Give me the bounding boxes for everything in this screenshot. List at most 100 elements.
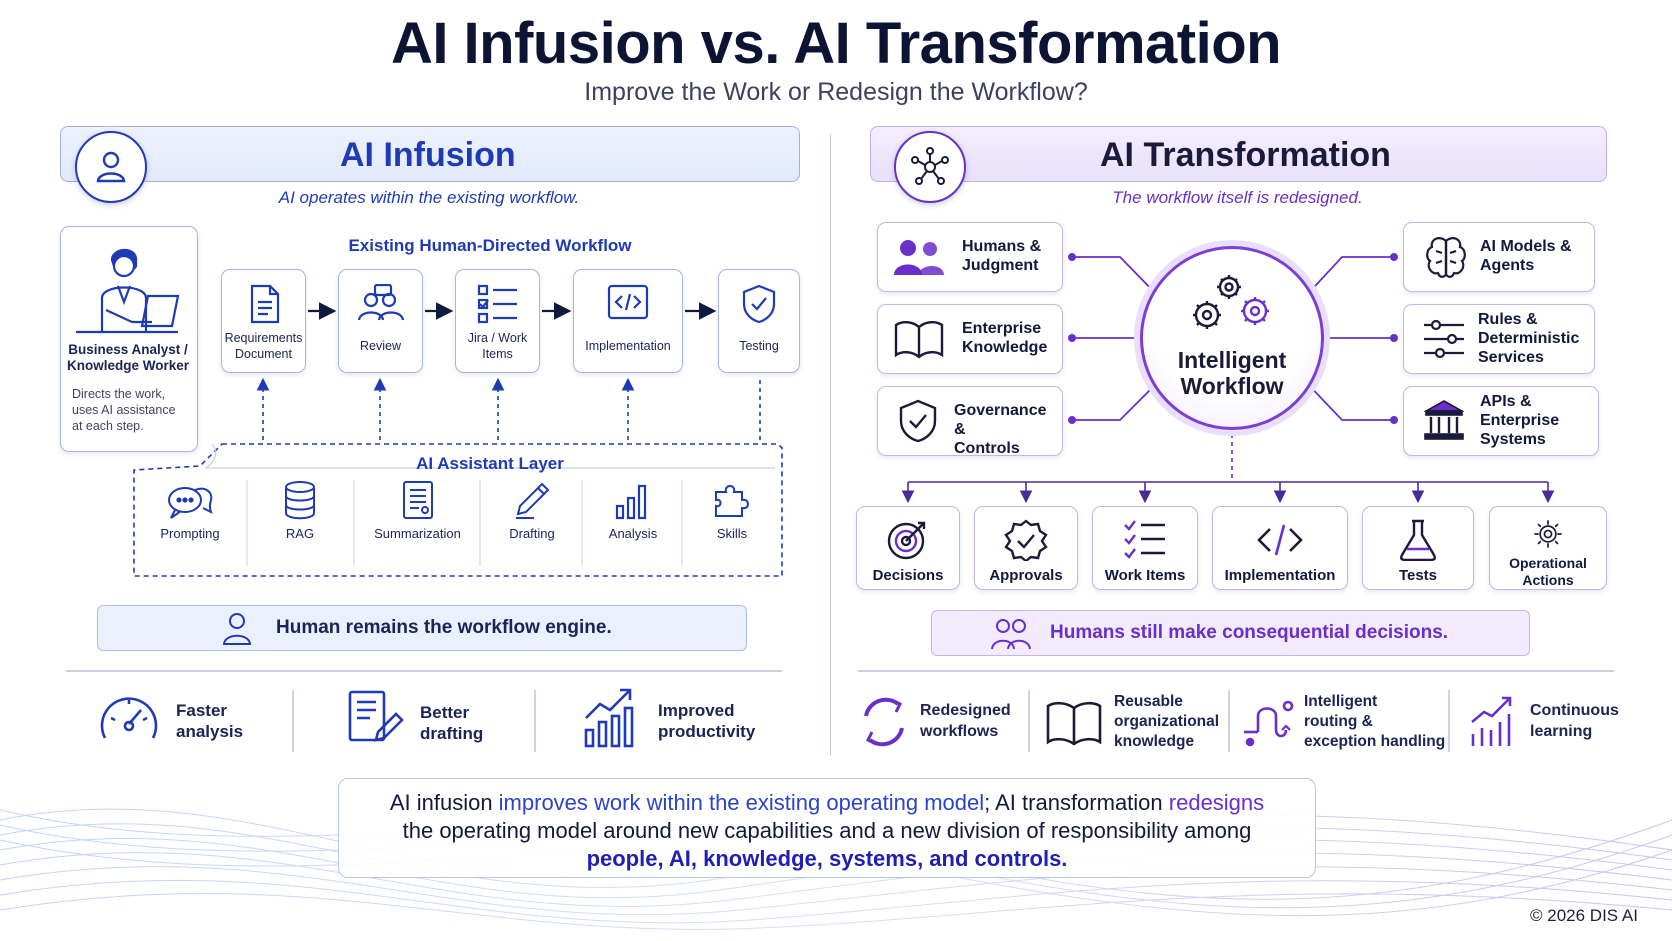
node-line: Governance & xyxy=(954,402,1047,438)
infusion-title: AI Infusion xyxy=(340,136,516,174)
output-tests[interactable]: Tests xyxy=(1362,506,1474,590)
benefit-line: Redesigned xyxy=(920,702,1011,719)
benefit-redesigned-workflows: Redesigned workflows xyxy=(920,700,1011,742)
step-testing[interactable]: Testing xyxy=(718,269,800,373)
node-line: Humans & xyxy=(962,238,1042,255)
node-line: Services xyxy=(1478,349,1544,366)
summary-box: AI infusion improves work within the exi… xyxy=(338,778,1316,878)
node-line: Agents xyxy=(1480,257,1535,274)
output-label: Tests xyxy=(1398,567,1438,584)
code-icon xyxy=(607,284,649,320)
brain-icon xyxy=(1426,237,1466,278)
ai-item-analysis[interactable]: Analysis xyxy=(593,480,673,542)
node-line: Controls xyxy=(954,440,1020,457)
node-line: Rules & xyxy=(1478,311,1538,328)
output-work-items[interactable]: Work Items xyxy=(1092,506,1198,590)
ai-item-drafting[interactable]: Drafting xyxy=(492,480,572,542)
step-label: Testing xyxy=(739,339,779,353)
infusion-connectors xyxy=(133,302,783,577)
transformation-badge xyxy=(894,131,966,203)
gear-icon xyxy=(1534,520,1562,548)
center-divider xyxy=(830,134,831,756)
ai-item-label: Drafting xyxy=(509,526,555,541)
summary-highlight: redesigns xyxy=(1168,790,1265,815)
summary-line1: AI infusion improves work within the exi… xyxy=(339,789,1315,817)
benefit-line: routing & xyxy=(1304,713,1373,730)
summary-doc-icon xyxy=(402,481,433,519)
node-ai-models-agents[interactable]: AI Models &Agents xyxy=(1403,222,1595,292)
database-icon xyxy=(285,481,315,520)
infusion-tagline: AI operates within the existing workflow… xyxy=(278,188,580,207)
output-implementation[interactable]: Implementation xyxy=(1212,506,1348,590)
transformation-divider xyxy=(858,670,1614,672)
growth-chart-icon xyxy=(1471,696,1512,746)
benefit-separator xyxy=(292,690,294,752)
transformation-title: AI Transformation xyxy=(1100,136,1391,174)
page-title: AI Infusion vs. AI Transformation xyxy=(390,11,1282,76)
hub-label-line2: Workflow xyxy=(1180,373,1284,399)
step-label: Jira / Work Items xyxy=(467,331,528,361)
ai-item-summarization[interactable]: Summarization xyxy=(370,480,465,542)
benefit-line: Intelligent xyxy=(1304,693,1378,710)
node-label: Governance & Controls xyxy=(954,401,1062,458)
benefit-line: organizational xyxy=(1114,713,1220,730)
ai-item-rag[interactable]: RAG xyxy=(260,480,340,542)
approval-badge-icon xyxy=(1004,519,1048,561)
node-line: APIs & xyxy=(1480,393,1532,410)
ai-item-skills[interactable]: Skills xyxy=(692,480,772,542)
benefit-line: Better xyxy=(420,703,470,722)
routing-icon xyxy=(1244,700,1294,747)
person-icon xyxy=(222,613,252,645)
output-label: Work Items xyxy=(1104,567,1186,584)
network-icon xyxy=(911,147,949,185)
step-implementation[interactable]: Implementation xyxy=(573,269,683,373)
step-label: Review xyxy=(360,339,401,353)
infusion-banner xyxy=(60,126,800,182)
target-icon xyxy=(887,521,926,560)
workflow-title: Existing Human-Directed Workflow xyxy=(348,236,632,255)
ai-item-label: RAG xyxy=(285,526,315,541)
output-decisions[interactable]: Decisions xyxy=(856,506,960,590)
benefit-separator xyxy=(1228,690,1230,752)
summary-text: AI infusion xyxy=(389,790,499,815)
step-jira[interactable]: Jira / Work Items xyxy=(455,269,540,373)
output-approvals[interactable]: Approvals xyxy=(974,506,1078,590)
intelligent-workflow-hub[interactable]: Intelligent Workflow xyxy=(1140,246,1324,430)
output-operational-actions[interactable]: Operational Actions xyxy=(1489,506,1607,590)
benefit-separator xyxy=(534,690,536,752)
node-humans-judgment[interactable]: Humans & Judgment xyxy=(877,222,1063,292)
node-line: Knowledge xyxy=(962,339,1048,356)
benefit-separator xyxy=(1448,690,1450,752)
people-review-icon xyxy=(357,284,404,321)
ai-item-label: Prompting xyxy=(160,526,220,541)
people-icon xyxy=(991,619,1031,650)
node-line: Judgment xyxy=(962,257,1039,274)
bar-chart-icon xyxy=(615,484,647,520)
ai-item-label: Analysis xyxy=(608,526,658,541)
summary-line3: people, AI, knowledge, systems, and cont… xyxy=(586,846,1068,871)
sliders-icon xyxy=(1424,319,1464,359)
flask-icon xyxy=(1400,519,1436,561)
growth-chart-icon xyxy=(584,688,634,748)
pencil-icon xyxy=(516,482,550,519)
benefit-line: workflows xyxy=(920,723,999,740)
step-review[interactable]: Review xyxy=(338,269,423,373)
ai-item-prompting[interactable]: Prompting xyxy=(150,480,230,542)
transformation-banner xyxy=(870,126,1607,182)
book-icon xyxy=(1046,701,1102,746)
benefit-line: Continuous xyxy=(1530,702,1619,719)
shield-check-icon xyxy=(899,399,937,443)
step-requirements[interactable]: Requirements Document xyxy=(221,269,306,373)
book-icon xyxy=(894,321,944,359)
infusion-callout: Human remains the workflow engine. xyxy=(97,605,747,651)
node-governance-controls[interactable]: Governance & Controls xyxy=(877,386,1063,458)
